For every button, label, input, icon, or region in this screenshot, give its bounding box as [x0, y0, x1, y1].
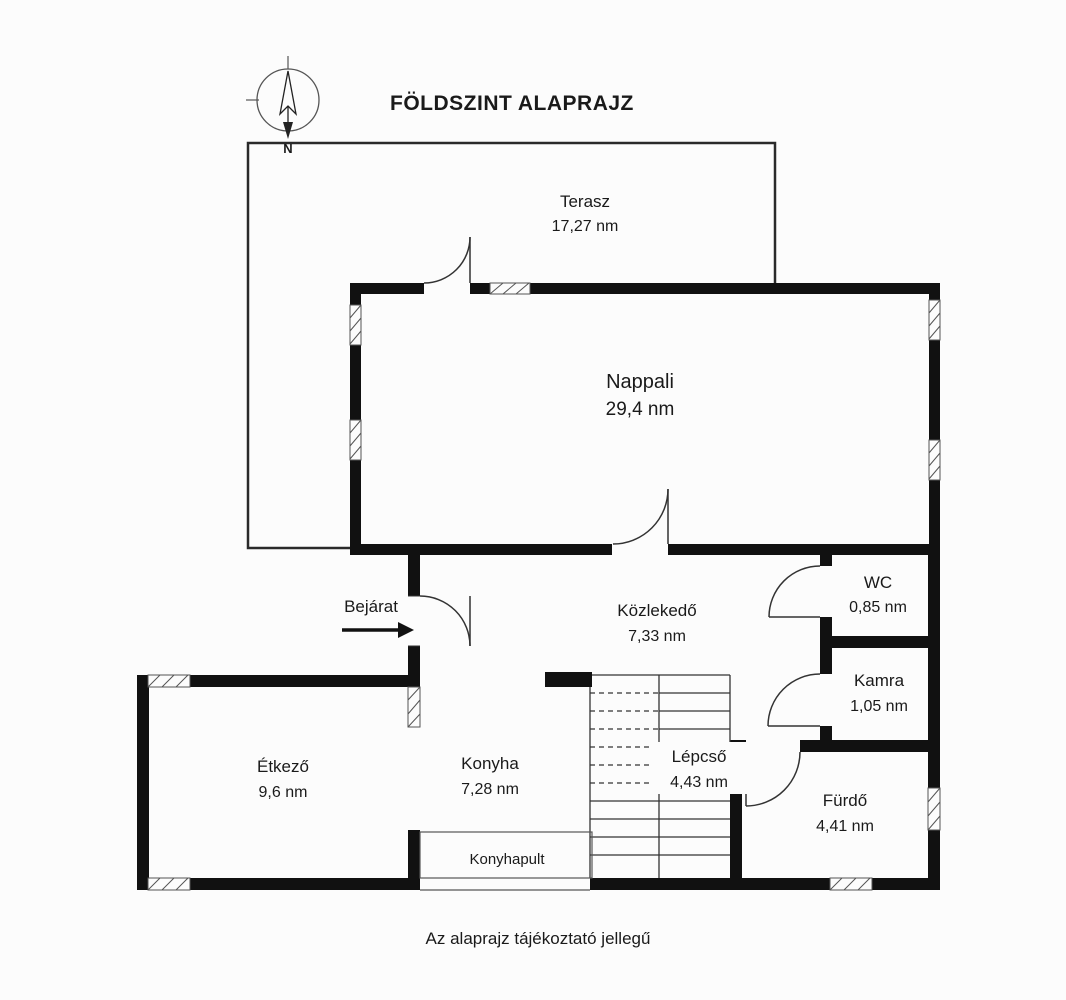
kamra-name: Kamra — [854, 671, 905, 690]
lower-walls — [137, 555, 940, 890]
room-label-lepcso: Lépcső 4,43 nm — [652, 742, 748, 794]
etkezo-area: 9,6 nm — [259, 784, 308, 801]
room-label-kamra: Kamra 1,05 nm — [850, 671, 908, 715]
terasz-area: 17,27 nm — [552, 218, 619, 235]
terasz-name: Terasz — [560, 192, 610, 211]
north-arrow-icon — [283, 122, 293, 139]
kozlekedo-area: 7,33 nm — [628, 628, 686, 645]
nappali-area: 29,4 nm — [606, 399, 675, 420]
konyha-name: Konyha — [461, 754, 519, 773]
compass-north-label: N — [283, 141, 292, 156]
window-symbols-nappali — [349, 282, 941, 481]
compass-rose: N — [246, 56, 320, 156]
lepcso-area: 4,43 nm — [670, 774, 728, 791]
nappali-name: Nappali — [606, 371, 674, 393]
kamra-area: 1,05 nm — [850, 698, 908, 715]
room-label-terasz: Terasz 17,27 nm — [552, 192, 619, 235]
kitchen-counter — [419, 831, 593, 891]
konyha-area: 7,28 nm — [461, 781, 519, 798]
room-label-kozlekedo: Közlekedő 7,33 nm — [617, 601, 696, 645]
room-label-furdo: Fürdő 4,41 nm — [816, 791, 874, 835]
lepcso-name: Lépcső — [672, 747, 727, 766]
page-title: FÖLDSZINT ALAPRAJZ — [390, 92, 634, 115]
furdo-area: 4,41 nm — [816, 818, 874, 835]
wc-name: WC — [864, 573, 892, 592]
window-symbols-lower — [147, 674, 941, 891]
room-label-wc: WC 0,85 nm — [849, 573, 907, 616]
counter-label: Konyhapult — [469, 851, 545, 868]
room-label-etkezo: Étkező 9,6 nm — [257, 757, 309, 801]
stairs — [589, 674, 731, 878]
entrance-label: Bejárat — [344, 597, 398, 616]
door-arcs — [408, 236, 821, 807]
entrance-arrow — [342, 622, 414, 638]
etkezo-name: Étkező — [257, 757, 309, 776]
arrow-right-icon — [398, 622, 414, 638]
wc-area: 0,85 nm — [849, 599, 907, 616]
room-label-konyha: Konyha 7,28 nm — [461, 754, 519, 798]
furdo-name: Fürdő — [823, 791, 867, 810]
kozlekedo-name: Közlekedő — [617, 601, 696, 620]
footer-note: Az alaprajz tájékoztató jellegű — [426, 929, 651, 948]
room-label-nappali: Nappali 29,4 nm — [606, 371, 675, 420]
living-room-walls — [350, 283, 940, 555]
